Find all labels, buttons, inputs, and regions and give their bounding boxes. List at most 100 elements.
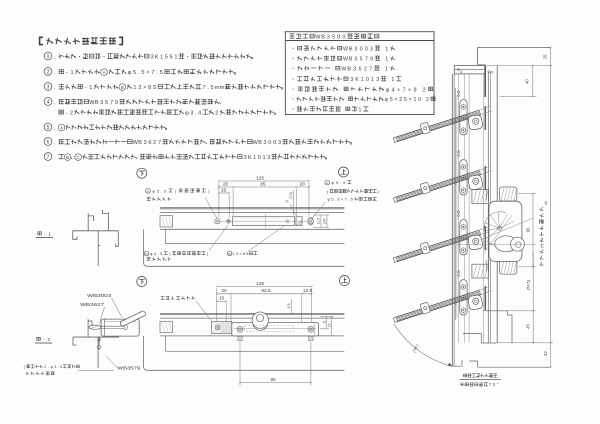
svg-text:5: 5	[211, 85, 214, 91]
svg-text:WB3579: WB3579	[117, 366, 141, 371]
svg-text:8: 8	[337, 35, 340, 41]
svg-text:1: 1	[385, 57, 388, 63]
svg-text:5: 5	[246, 251, 249, 256]
svg-text:6: 6	[148, 140, 151, 146]
svg-text:4: 4	[392, 87, 395, 93]
svg-text:.: .	[335, 197, 336, 202]
svg-text:5: 5	[331, 197, 334, 202]
svg-text:3: 3	[244, 155, 247, 161]
svg-text:.: .	[161, 188, 162, 193]
svg-text:0: 0	[365, 47, 368, 53]
svg-text:7: 7	[403, 87, 406, 93]
svg-text:B: B	[349, 57, 353, 63]
svg-text:0: 0	[268, 140, 271, 146]
svg-text:6: 6	[47, 140, 50, 146]
svg-text:H: H	[540, 244, 546, 248]
svg-text:×: ×	[146, 70, 149, 76]
svg-text:125: 125	[256, 281, 264, 287]
svg-text:3: 3	[190, 111, 193, 117]
svg-text:(16): (16)	[323, 218, 327, 224]
svg-text:φ: φ	[152, 188, 155, 193]
svg-text:(: (	[24, 365, 26, 369]
svg-text:5: 5	[170, 55, 173, 61]
svg-text:B: B	[121, 85, 124, 90]
svg-text:5: 5	[360, 57, 363, 63]
svg-text:15: 15	[221, 188, 227, 194]
svg-text:3: 3	[263, 140, 266, 146]
svg-text:.: .	[138, 70, 140, 76]
svg-text:2: 2	[215, 111, 218, 117]
svg-text:5: 5	[165, 55, 168, 61]
svg-text:2: 2	[426, 97, 429, 103]
svg-text:×: ×	[394, 97, 397, 103]
svg-text:3: 3	[370, 47, 373, 53]
svg-text:×: ×	[408, 87, 411, 93]
svg-text:): )	[378, 189, 380, 194]
svg-text:3: 3	[278, 140, 281, 146]
svg-text:.: .	[54, 126, 56, 132]
svg-text:WB3627: WB3627	[80, 302, 105, 307]
svg-text:3: 3	[54, 365, 56, 369]
svg-text:WB3003: WB3003	[87, 293, 112, 298]
svg-text:W: W	[133, 140, 139, 146]
svg-text:4: 4	[60, 365, 62, 369]
svg-text:4.5: 4.5	[287, 304, 291, 309]
svg-text:φ: φ	[385, 97, 389, 103]
svg-text:1: 1	[47, 54, 50, 60]
svg-text:1: 1	[160, 55, 163, 61]
svg-text:40: 40	[525, 79, 530, 84]
svg-text:7: 7	[369, 67, 372, 73]
svg-text:×: ×	[341, 197, 344, 202]
svg-text:B: B	[138, 140, 142, 146]
svg-text:): )	[207, 251, 209, 256]
svg-text:-: -	[85, 85, 87, 91]
svg-text:-: -	[66, 111, 68, 117]
svg-text:45: 45	[525, 324, 530, 329]
svg-text:3: 3	[100, 100, 103, 106]
svg-text:H: H	[543, 201, 548, 204]
svg-text:.: .	[207, 85, 209, 91]
svg-text:4: 4	[154, 251, 157, 256]
svg-text:K: K	[155, 55, 159, 61]
svg-text:7: 7	[365, 57, 368, 63]
svg-text:W: W	[315, 35, 321, 41]
svg-text:φ: φ	[386, 87, 390, 93]
svg-text:W: W	[341, 67, 346, 73]
svg-text:1: 1	[48, 232, 51, 237]
svg-text:4: 4	[60, 126, 63, 131]
svg-text:3: 3	[138, 85, 141, 91]
svg-text:9: 9	[115, 100, 118, 106]
svg-text:13: 13	[286, 219, 290, 223]
svg-text:-: -	[48, 365, 50, 369]
svg-text:1: 1	[414, 97, 417, 103]
svg-text:3: 3	[350, 77, 353, 83]
svg-text:): )	[208, 188, 210, 193]
svg-text:φ: φ	[185, 111, 189, 117]
svg-text:95: 95	[270, 377, 276, 383]
svg-text:A: A	[103, 70, 106, 75]
svg-text:2: 2	[44, 365, 46, 369]
svg-text:(: (	[327, 189, 329, 194]
svg-text:5: 5	[160, 70, 163, 76]
svg-text:×: ×	[409, 97, 412, 103]
svg-text:125: 125	[256, 175, 264, 181]
svg-text:5: 5	[157, 188, 160, 193]
svg-text:0: 0	[258, 155, 261, 161]
svg-text:(54.5): (54.5)	[525, 279, 530, 290]
svg-text:.: .	[158, 251, 159, 256]
svg-text:.: .	[54, 55, 56, 61]
svg-text:8: 8	[148, 85, 151, 91]
svg-text:3: 3	[354, 47, 357, 53]
svg-text:.: .	[58, 365, 59, 369]
svg-text:95: 95	[526, 227, 531, 232]
svg-text:0: 0	[360, 47, 363, 53]
svg-text:B: B	[349, 47, 353, 53]
svg-text:1: 1	[174, 55, 177, 61]
svg-text:B: B	[321, 35, 325, 41]
svg-text:11.5: 11.5	[317, 218, 321, 224]
svg-text:4: 4	[198, 111, 201, 117]
svg-text:.: .	[156, 70, 158, 76]
svg-text:B: B	[258, 140, 262, 146]
svg-text:1: 1	[391, 77, 394, 83]
svg-text:.: .	[54, 85, 56, 91]
